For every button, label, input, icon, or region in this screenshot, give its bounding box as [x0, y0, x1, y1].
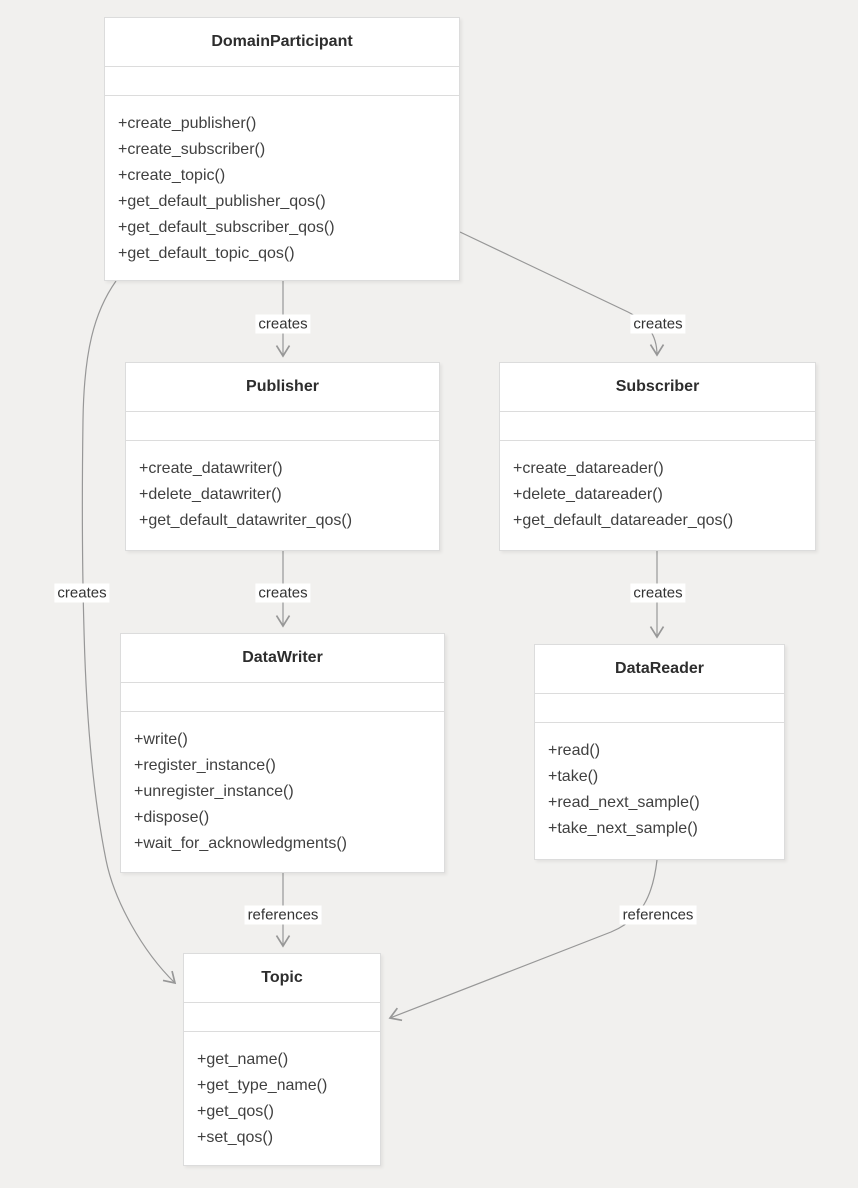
class-methods: +read() +take() +read_next_sample() +tak… — [535, 723, 784, 842]
method: +take() — [548, 768, 599, 785]
class-box-topic[interactable]: Topic +get_name() +get_type_name() +get_… — [183, 953, 381, 1166]
method: +read_next_sample() — [548, 794, 700, 811]
edge-label-creates: creates — [630, 314, 686, 334]
edge-label-creates: creates — [54, 583, 110, 603]
edge-label-references: references — [244, 905, 322, 925]
edge-domainparticipant-subscriber — [459, 231, 665, 357]
class-title: Publisher — [126, 363, 439, 412]
edge-datareader-topic — [388, 859, 658, 1022]
method: +write() — [134, 731, 188, 748]
edge-label-references: references — [619, 905, 697, 925]
edge-domainparticipant-topic — [81, 280, 177, 985]
method: +delete_datareader() — [513, 486, 663, 503]
class-box-domainparticipant[interactable]: DomainParticipant +create_publisher() +c… — [104, 17, 460, 281]
class-methods: +create_datareader() +delete_datareader(… — [500, 441, 815, 534]
class-methods: +get_name() +get_type_name() +get_qos() … — [184, 1032, 380, 1151]
class-attributes-empty — [184, 1003, 380, 1032]
class-attributes-empty — [121, 683, 444, 712]
class-attributes-empty — [105, 67, 459, 96]
method: +delete_datawriter() — [139, 486, 282, 503]
method: +set_qos() — [197, 1129, 274, 1146]
method: +get_default_publisher_qos() — [118, 193, 326, 210]
class-box-datawriter[interactable]: DataWriter +write() +register_instance()… — [120, 633, 445, 873]
method: +unregister_instance() — [134, 783, 294, 800]
method: +get_default_datareader_qos() — [513, 512, 734, 529]
edge-label-creates: creates — [255, 314, 311, 334]
edge-label-creates: creates — [630, 583, 686, 603]
method: +create_publisher() — [118, 115, 257, 132]
method: +create_topic() — [118, 167, 226, 184]
class-title: DataReader — [535, 645, 784, 694]
method: +register_instance() — [134, 757, 276, 774]
class-attributes-empty — [126, 412, 439, 441]
method: +create_subscriber() — [118, 141, 266, 158]
method: +create_datawriter() — [139, 460, 283, 477]
class-box-subscriber[interactable]: Subscriber +create_datareader() +delete_… — [499, 362, 816, 551]
method: +get_qos() — [197, 1103, 274, 1120]
class-title: DomainParticipant — [105, 18, 459, 67]
method: +take_next_sample() — [548, 820, 698, 837]
method: +dispose() — [134, 809, 210, 826]
method: +get_default_subscriber_qos() — [118, 219, 335, 236]
method: +create_datareader() — [513, 460, 664, 477]
class-box-datareader[interactable]: DataReader +read() +take() +read_next_sa… — [534, 644, 785, 860]
method: +get_type_name() — [197, 1077, 328, 1094]
method: +get_default_datawriter_qos() — [139, 512, 353, 529]
class-title: Subscriber — [500, 363, 815, 412]
method: +get_default_topic_qos() — [118, 245, 295, 262]
class-methods: +write() +register_instance() +unregiste… — [121, 712, 444, 857]
class-methods: +create_datawriter() +delete_datawriter(… — [126, 441, 439, 534]
class-attributes-empty — [500, 412, 815, 441]
method: +get_name() — [197, 1051, 289, 1068]
edge-label-creates: creates — [255, 583, 311, 603]
method: +wait_for_acknowledgments() — [134, 835, 347, 852]
class-attributes-empty — [535, 694, 784, 723]
class-box-publisher[interactable]: Publisher +create_datawriter() +delete_d… — [125, 362, 440, 551]
class-title: Topic — [184, 954, 380, 1003]
class-methods: +create_publisher() +create_subscriber()… — [105, 96, 459, 267]
class-title: DataWriter — [121, 634, 444, 683]
method: +read() — [548, 742, 601, 759]
